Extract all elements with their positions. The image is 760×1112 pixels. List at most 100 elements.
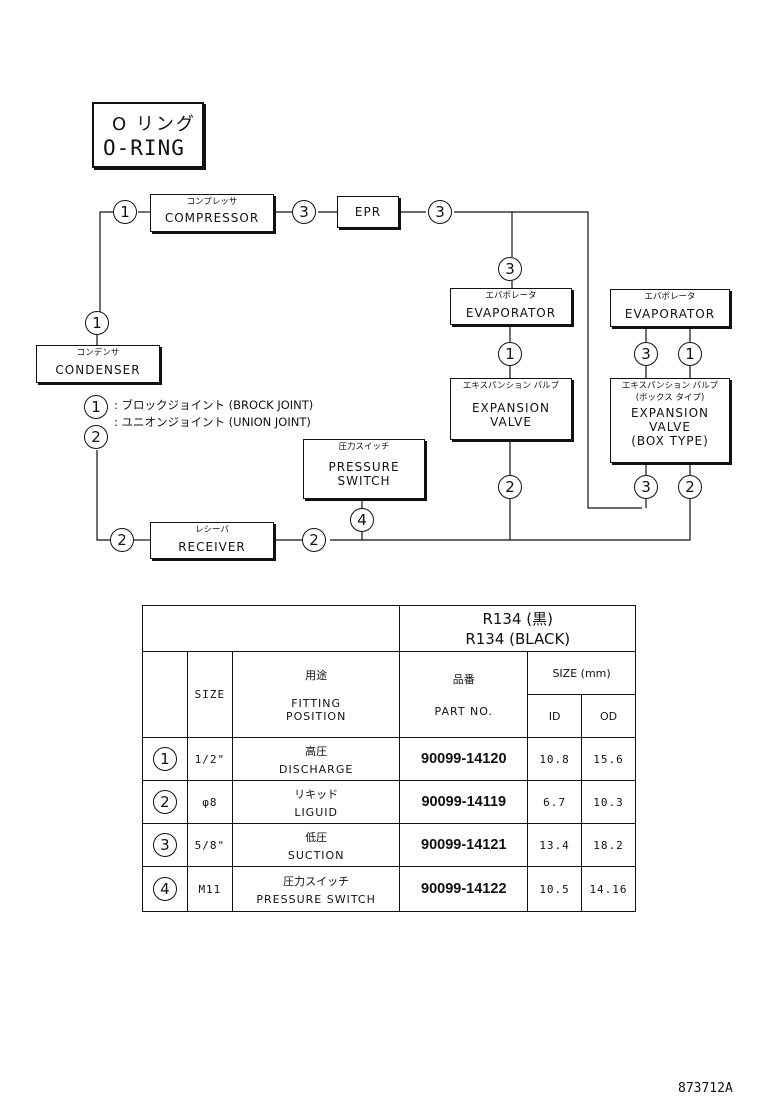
row-part-number: 90099-14120 (399, 737, 529, 781)
table-row: 1 1/2" 高圧 DISCHARGE 90099-14120 10.8 15.… (142, 737, 636, 781)
joint-mark-2: 2 (302, 528, 326, 552)
row-id: 6.7 (527, 780, 583, 824)
row-fitting-en: LIGUID (294, 805, 338, 819)
row-fitting-jp: 圧力スイッチ (283, 874, 350, 888)
joint-mark-1: 1 (85, 311, 109, 335)
joint-mark-2: 2 (110, 528, 134, 552)
row-part-number: 90099-14122 (399, 866, 529, 912)
expansion-valve-box-label-1: EXPANSION (630, 406, 710, 420)
title-box: O リング O-RING (92, 102, 204, 168)
size-mm-header: SIZE (mm) (527, 651, 636, 695)
joint-mark-3: 3 (498, 257, 522, 281)
legend-mark-1: 1 (84, 395, 108, 419)
row-fitting-jp: 高圧 (305, 744, 328, 758)
fitting-header-en-2: POSITION (285, 709, 347, 723)
receiver-label-jp: レシーバ (195, 525, 229, 535)
refrigerant-header: R134 (黒) R134 (BLACK) (399, 605, 636, 652)
part-header-jp: 品番 (452, 673, 475, 686)
joint-mark-1: 1 (113, 200, 137, 224)
figure-number: 873712A (678, 1081, 733, 1096)
row-size: M11 (186, 866, 233, 912)
o-ring-spec-table: R134 (黒) R134 (BLACK) SIZE 用途 FITTING PO… (141, 605, 636, 912)
pressure-switch-label-1: PRESSURE (328, 460, 400, 474)
pipe-lines (96, 211, 691, 541)
row-fitting: 低圧 SUCTION (231, 823, 401, 867)
receiver-box: レシーバ RECEIVER (150, 522, 274, 559)
table-header-row: R134 (黒) R134 (BLACK) (141, 605, 636, 652)
expansion-valve-label-1: EXPANSION (471, 401, 551, 415)
expansion-valve-box: エキスパンション バルブ EXPANSION VALVE (450, 378, 572, 440)
condenser-label: CONDENSER (55, 363, 141, 377)
row-mark: 1 (152, 747, 177, 771)
epr-box: EPR (337, 196, 399, 228)
pressure-switch-label-2: SWITCH (337, 474, 391, 488)
expansion-valve-label-jp: エキスパンション バルブ (462, 381, 560, 391)
size-column-header: SIZE (186, 651, 233, 738)
joint-mark-3: 3 (634, 475, 658, 499)
row-mark-cell: 3 (142, 823, 188, 867)
pressure-switch-box: 圧力スイッチ PRESSURE SWITCH (303, 439, 425, 499)
row-part-number: 90099-14119 (399, 780, 529, 824)
row-id: 10.8 (527, 737, 583, 781)
table-column-row: SIZE 用途 FITTING POSITION 品番 PART NO. SIZ… (142, 651, 636, 738)
fitting-header-en-1: FITTING (291, 696, 342, 710)
table-row: 2 φ8 リキッド LIGUID 90099-14119 6.7 10.3 (142, 780, 636, 824)
row-id: 13.4 (527, 823, 583, 867)
joint-mark-3: 3 (634, 342, 658, 366)
row-fitting-en: PRESSURE SWITCH (256, 892, 376, 906)
joint-mark-3: 3 (428, 200, 452, 224)
evaporator-box-2: エバポレータ EVAPORATOR (610, 289, 730, 327)
row-od: 18.2 (581, 823, 636, 867)
part-column-header: 品番 PART NO. (399, 651, 529, 738)
fitting-header-jp: 用途 (305, 668, 328, 682)
expansion-valve-box-type: エキスパンション バルブ (ボックス タイプ) EXPANSION VALVE … (610, 378, 730, 463)
row-od: 10.3 (581, 780, 636, 824)
row-od: 14.16 (581, 866, 636, 912)
part-header-en: PART NO. (434, 705, 493, 718)
row-size: 5/8" (186, 823, 233, 867)
legend-mark-2: 2 (84, 425, 108, 449)
table-subheader-row: ID OD (143, 694, 636, 738)
evaporator-2-label-jp: エバポレータ (644, 292, 696, 302)
receiver-label: RECEIVER (178, 540, 246, 554)
epr-label: EPR (354, 205, 382, 219)
evaporator-box-1: エバポレータ EVAPORATOR (450, 288, 572, 325)
joint-mark-1: 1 (678, 342, 702, 366)
row-fitting: リキッド LIGUID (231, 780, 401, 824)
row-mark-cell: 2 (142, 780, 188, 824)
row-size: φ8 (186, 780, 233, 824)
joint-mark-2: 2 (678, 475, 702, 499)
expansion-valve-label-2: VALVE (490, 415, 532, 429)
id-column-header: ID (527, 694, 583, 738)
expansion-valve-box-label-2: VALVE (649, 420, 691, 434)
row-od: 15.6 (581, 737, 636, 781)
evaporator-1-label: EVAPORATOR (465, 306, 557, 320)
pipe-suction-box (454, 211, 642, 509)
row-fitting-en: SUCTION (287, 848, 345, 862)
expansion-valve-box-label-3: (BOX TYPE) (631, 434, 709, 448)
mark-column-header (142, 651, 188, 738)
expansion-valve-box-label-jp2: (ボックス タイプ) (635, 393, 705, 403)
row-size: 1/2" (186, 737, 233, 781)
row-fitting: 高圧 DISCHARGE (231, 737, 401, 781)
compressor-label-jp: コンプレッサ (186, 197, 238, 207)
fitting-column-header: 用途 FITTING POSITION (231, 651, 401, 738)
od-column-header: OD (581, 694, 636, 738)
header-blank-cell (141, 605, 401, 652)
refrigerant-en: R134 (BLACK) (465, 629, 571, 648)
pressure-switch-label-jp: 圧力スイッチ (338, 442, 390, 452)
row-mark: 4 (152, 877, 177, 901)
evaporator-1-label-jp: エバポレータ (485, 291, 537, 301)
pipe-condenser-up (99, 211, 114, 312)
joint-mark-1: 1 (498, 342, 522, 366)
row-fitting-jp: 低圧 (305, 830, 328, 844)
legend-union-joint: : ユニオンジョイント (UNION JOINT) (114, 415, 311, 429)
title-jp: O リング (112, 114, 196, 135)
row-mark-cell: 4 (142, 866, 188, 912)
title-en: O-RING (103, 136, 185, 160)
row-fitting-en: DISCHARGE (279, 762, 354, 776)
table-row: 4 M11 圧力スイッチ PRESSURE SWITCH 90099-14122… (142, 866, 636, 912)
expansion-valve-box-label-jp1: エキスパンション バルブ (621, 381, 719, 391)
row-fitting-jp: リキッド (294, 787, 339, 801)
condenser-box: コンデンサ CONDENSER (36, 345, 160, 383)
